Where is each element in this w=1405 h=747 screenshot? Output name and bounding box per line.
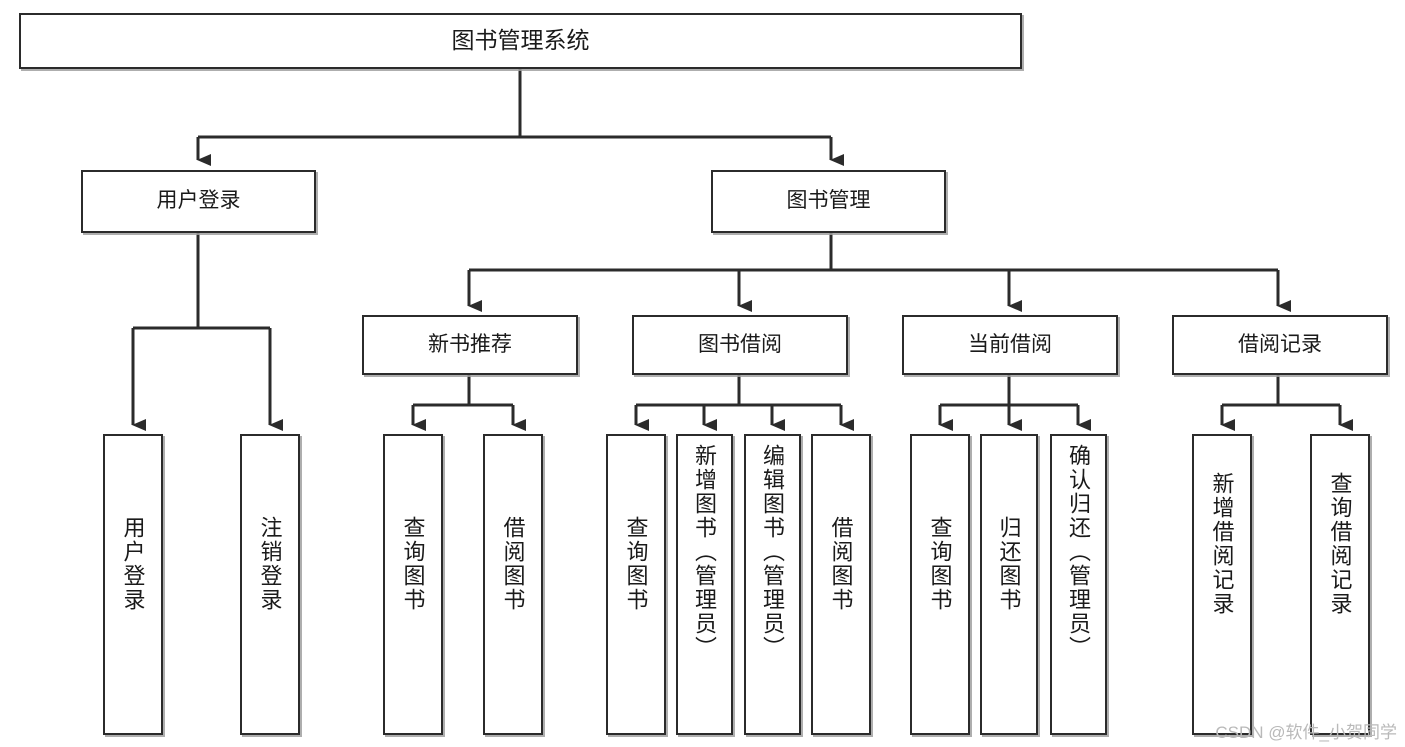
node-root[interactable]: 图书管理系统 bbox=[19, 13, 1022, 69]
node-book-borrow[interactable]: 图书借阅 bbox=[632, 315, 848, 375]
node-leaf-query-record[interactable]: 查询借阅记录 bbox=[1310, 434, 1370, 735]
node-book-manage[interactable]: 图书管理 bbox=[711, 170, 946, 233]
node-leaf-edit-book-label: 编辑图书（管理员） bbox=[760, 444, 786, 660]
node-current-borrow-label: 当前借阅 bbox=[968, 332, 1052, 356]
node-leaf-query-book-1-label: 查询图书 bbox=[400, 516, 426, 612]
watermark: CSDN @软件_小贺同学 bbox=[1215, 723, 1397, 742]
node-leaf-confirm-return-label: 确认归还（管理员） bbox=[1066, 444, 1092, 660]
node-leaf-add-record[interactable]: 新增借阅记录 bbox=[1192, 434, 1252, 735]
node-leaf-borrow-book-1-label: 借阅图书 bbox=[500, 516, 526, 612]
node-leaf-user-logout-label: 注销登录 bbox=[257, 516, 283, 612]
node-leaf-borrow-book-1[interactable]: 借阅图书 bbox=[483, 434, 543, 735]
node-leaf-query-book-3[interactable]: 查询图书 bbox=[910, 434, 970, 735]
node-leaf-add-book[interactable]: 新增图书（管理员） bbox=[676, 434, 733, 735]
node-leaf-borrow-book-2-label: 借阅图书 bbox=[828, 516, 854, 612]
node-leaf-edit-book[interactable]: 编辑图书（管理员） bbox=[744, 434, 801, 735]
node-new-book-recommend-label: 新书推荐 bbox=[428, 332, 512, 356]
node-user-login[interactable]: 用户登录 bbox=[81, 170, 316, 233]
node-leaf-query-book-2[interactable]: 查询图书 bbox=[606, 434, 666, 735]
node-leaf-user-login-label: 用户登录 bbox=[120, 516, 146, 612]
node-book-manage-label: 图书管理 bbox=[786, 189, 871, 213]
node-root-label: 图书管理系统 bbox=[451, 27, 590, 54]
node-leaf-query-book-3-label: 查询图书 bbox=[927, 516, 953, 612]
node-leaf-query-record-label: 查询借阅记录 bbox=[1327, 472, 1353, 616]
node-new-book-recommend[interactable]: 新书推荐 bbox=[362, 315, 578, 375]
node-leaf-return-book-label: 归还图书 bbox=[996, 516, 1022, 612]
node-leaf-return-book[interactable]: 归还图书 bbox=[980, 434, 1038, 735]
node-leaf-confirm-return[interactable]: 确认归还（管理员） bbox=[1050, 434, 1107, 735]
node-leaf-add-book-label: 新增图书（管理员） bbox=[692, 444, 718, 660]
node-leaf-add-record-label: 新增借阅记录 bbox=[1209, 472, 1235, 616]
node-leaf-query-book-1[interactable]: 查询图书 bbox=[383, 434, 443, 735]
node-borrow-record[interactable]: 借阅记录 bbox=[1172, 315, 1388, 375]
node-book-borrow-label: 图书借阅 bbox=[698, 332, 782, 356]
node-leaf-borrow-book-2[interactable]: 借阅图书 bbox=[811, 434, 871, 735]
node-leaf-user-login[interactable]: 用户登录 bbox=[103, 434, 163, 735]
node-leaf-user-logout[interactable]: 注销登录 bbox=[240, 434, 300, 735]
node-current-borrow[interactable]: 当前借阅 bbox=[902, 315, 1118, 375]
node-borrow-record-label: 借阅记录 bbox=[1238, 332, 1322, 356]
node-user-login-label: 用户登录 bbox=[156, 189, 241, 213]
node-leaf-query-book-2-label: 查询图书 bbox=[623, 516, 649, 612]
